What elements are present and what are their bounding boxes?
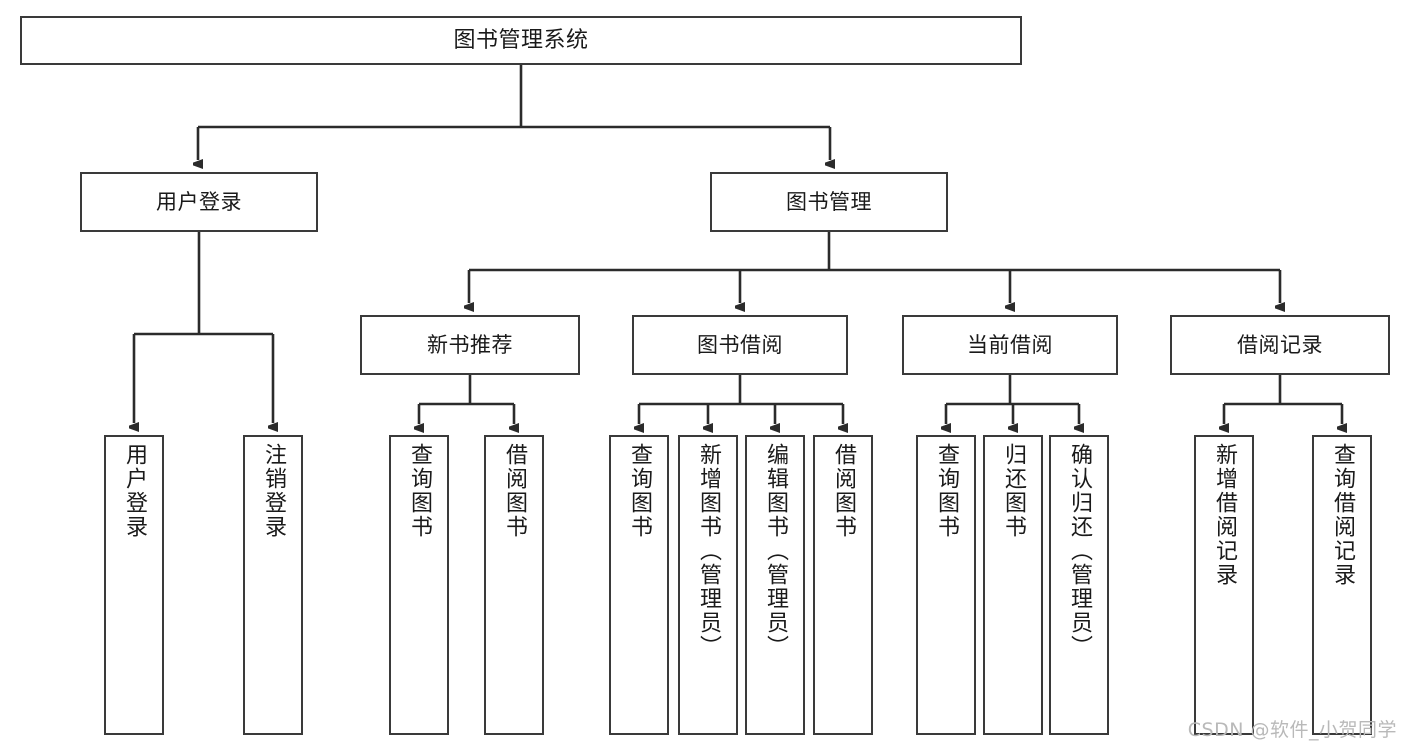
node-borrow-query-book-label: 查询图书 xyxy=(627,443,652,539)
node-book-borrow[interactable]: 图书借阅 xyxy=(632,315,848,375)
node-borrow-add-book-label: 新增图书（管理员） xyxy=(696,443,721,659)
node-record-query[interactable]: 查询借阅记录 xyxy=(1312,435,1372,735)
node-record-add-label: 新增借阅记录 xyxy=(1212,443,1237,587)
node-rec-query-book[interactable]: 查询图书 xyxy=(389,435,449,735)
node-book-management[interactable]: 图书管理 xyxy=(710,172,948,232)
node-rec-borrow-book-label: 借阅图书 xyxy=(502,443,527,539)
node-current-return-book-label: 归还图书 xyxy=(1001,443,1026,539)
node-record-add[interactable]: 新增借阅记录 xyxy=(1194,435,1254,735)
node-new-book-recommend-label: 新书推荐 xyxy=(427,332,513,357)
node-current-borrow[interactable]: 当前借阅 xyxy=(902,315,1118,375)
node-user-logout-action[interactable]: 注销登录 xyxy=(243,435,303,735)
node-rec-borrow-book[interactable]: 借阅图书 xyxy=(484,435,544,735)
node-user-login[interactable]: 用户登录 xyxy=(80,172,318,232)
node-borrow-add-book[interactable]: 新增图书（管理员） xyxy=(678,435,738,735)
node-book-borrow-label: 图书借阅 xyxy=(697,332,783,357)
node-borrow-borrow-book[interactable]: 借阅图书 xyxy=(813,435,873,735)
node-root[interactable]: 图书管理系统 xyxy=(20,16,1022,65)
node-root-label: 图书管理系统 xyxy=(453,27,589,53)
node-rec-query-book-label: 查询图书 xyxy=(407,443,432,539)
node-current-query-book-label: 查询图书 xyxy=(934,443,959,539)
node-current-confirm-return[interactable]: 确认归还（管理员） xyxy=(1049,435,1109,735)
node-current-query-book[interactable]: 查询图书 xyxy=(916,435,976,735)
node-borrow-record[interactable]: 借阅记录 xyxy=(1170,315,1390,375)
node-record-query-label: 查询借阅记录 xyxy=(1330,443,1355,587)
node-user-login-action-label: 用户登录 xyxy=(122,443,147,539)
node-user-logout-action-label: 注销登录 xyxy=(261,443,286,539)
node-borrow-borrow-book-label: 借阅图书 xyxy=(831,443,856,539)
node-borrow-query-book[interactable]: 查询图书 xyxy=(609,435,669,735)
node-current-borrow-label: 当前借阅 xyxy=(967,332,1053,357)
node-book-management-label: 图书管理 xyxy=(786,189,872,214)
node-user-login-label: 用户登录 xyxy=(156,189,242,214)
node-new-book-recommend[interactable]: 新书推荐 xyxy=(360,315,580,375)
node-current-confirm-return-label: 确认归还（管理员） xyxy=(1067,443,1092,659)
node-current-return-book[interactable]: 归还图书 xyxy=(983,435,1043,735)
node-borrow-edit-book[interactable]: 编辑图书（管理员） xyxy=(745,435,805,735)
node-user-login-action[interactable]: 用户登录 xyxy=(104,435,164,735)
node-borrow-edit-book-label: 编辑图书（管理员） xyxy=(763,443,788,659)
node-borrow-record-label: 借阅记录 xyxy=(1237,332,1323,357)
